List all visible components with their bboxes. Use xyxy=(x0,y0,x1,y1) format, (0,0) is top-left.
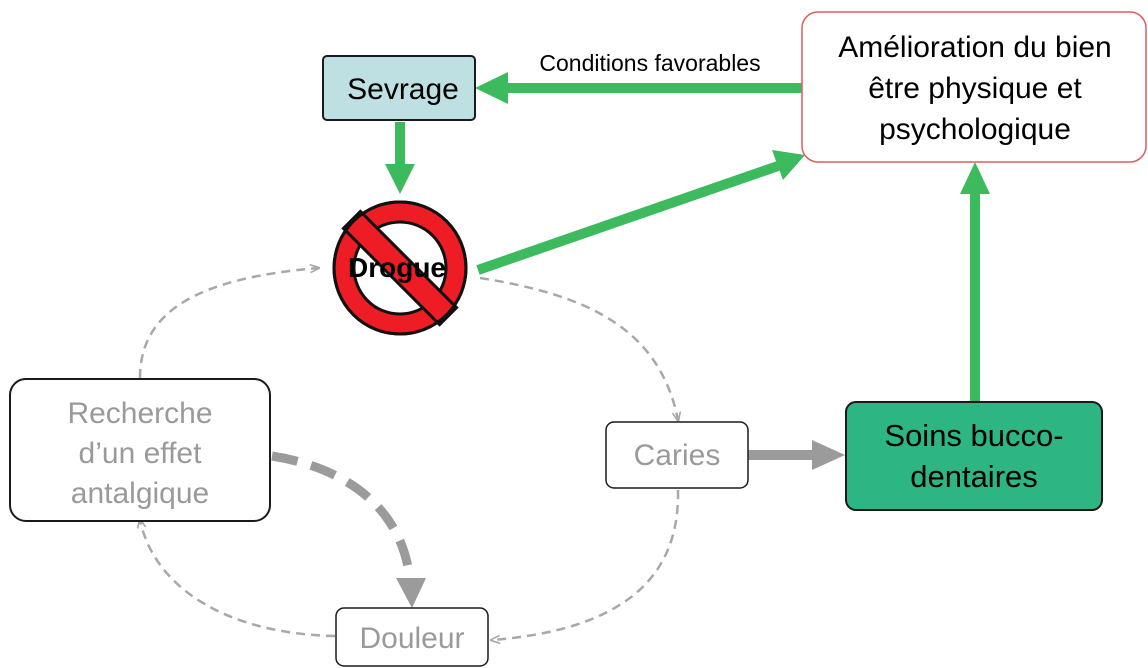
node-soins: Soins bucco- dentaires xyxy=(845,401,1103,511)
cycle-arrow-recherche-to-drogue xyxy=(138,268,318,379)
node-drogue: Drogue xyxy=(332,200,468,336)
arrow-drogue-to-amelioration-head xyxy=(772,150,805,180)
node-caries: Caries xyxy=(605,421,749,489)
node-drogue-label: Drogue xyxy=(348,252,446,283)
node-sevrage: Sevrage xyxy=(322,55,476,121)
arrow-recherche-to-douleur xyxy=(271,451,415,583)
node-recherche-line-3: antalgique xyxy=(71,477,209,510)
arrow-caries-to-soins-head xyxy=(812,440,845,470)
node-amelioration-line-2: être physique et xyxy=(868,72,1082,105)
node-douleur: Douleur xyxy=(335,607,489,667)
cycle-arrow-drogue-to-caries xyxy=(479,276,678,420)
arrow-sevrage-to-drogue-head xyxy=(385,164,415,194)
node-recherche-line-2: d’un effet xyxy=(79,437,203,470)
node-soins-line-1: Soins bucco- xyxy=(884,418,1063,453)
cycle-arrow-douleur-to-recherche xyxy=(140,520,336,638)
arrow-drogue-to-amelioration xyxy=(476,161,780,275)
node-sevrage-label: Sevrage xyxy=(347,73,459,106)
cycle-arrow-caries-to-douleur xyxy=(492,489,680,640)
node-douleur-label: Douleur xyxy=(359,622,464,655)
node-caries-label: Caries xyxy=(634,439,721,472)
node-recherche: Recherche d’un effet antalgique xyxy=(9,378,271,522)
arrow-soins-to-amelioration-head xyxy=(960,162,990,194)
arrow-amelioration-to-sevrage-head xyxy=(475,72,508,104)
node-recherche-line-1: Recherche xyxy=(67,397,212,430)
node-amelioration-line-3: psychologique xyxy=(879,113,1071,146)
edge-label-conditions-favorables: Conditions favorables xyxy=(539,50,760,76)
arrow-recherche-to-douleur-head xyxy=(396,578,426,608)
node-soins-line-2: dentaires xyxy=(910,459,1038,494)
node-amelioration-line-1: Amélioration du bien xyxy=(838,31,1112,64)
node-amelioration: Amélioration du bien être physique et ps… xyxy=(801,11,1147,163)
